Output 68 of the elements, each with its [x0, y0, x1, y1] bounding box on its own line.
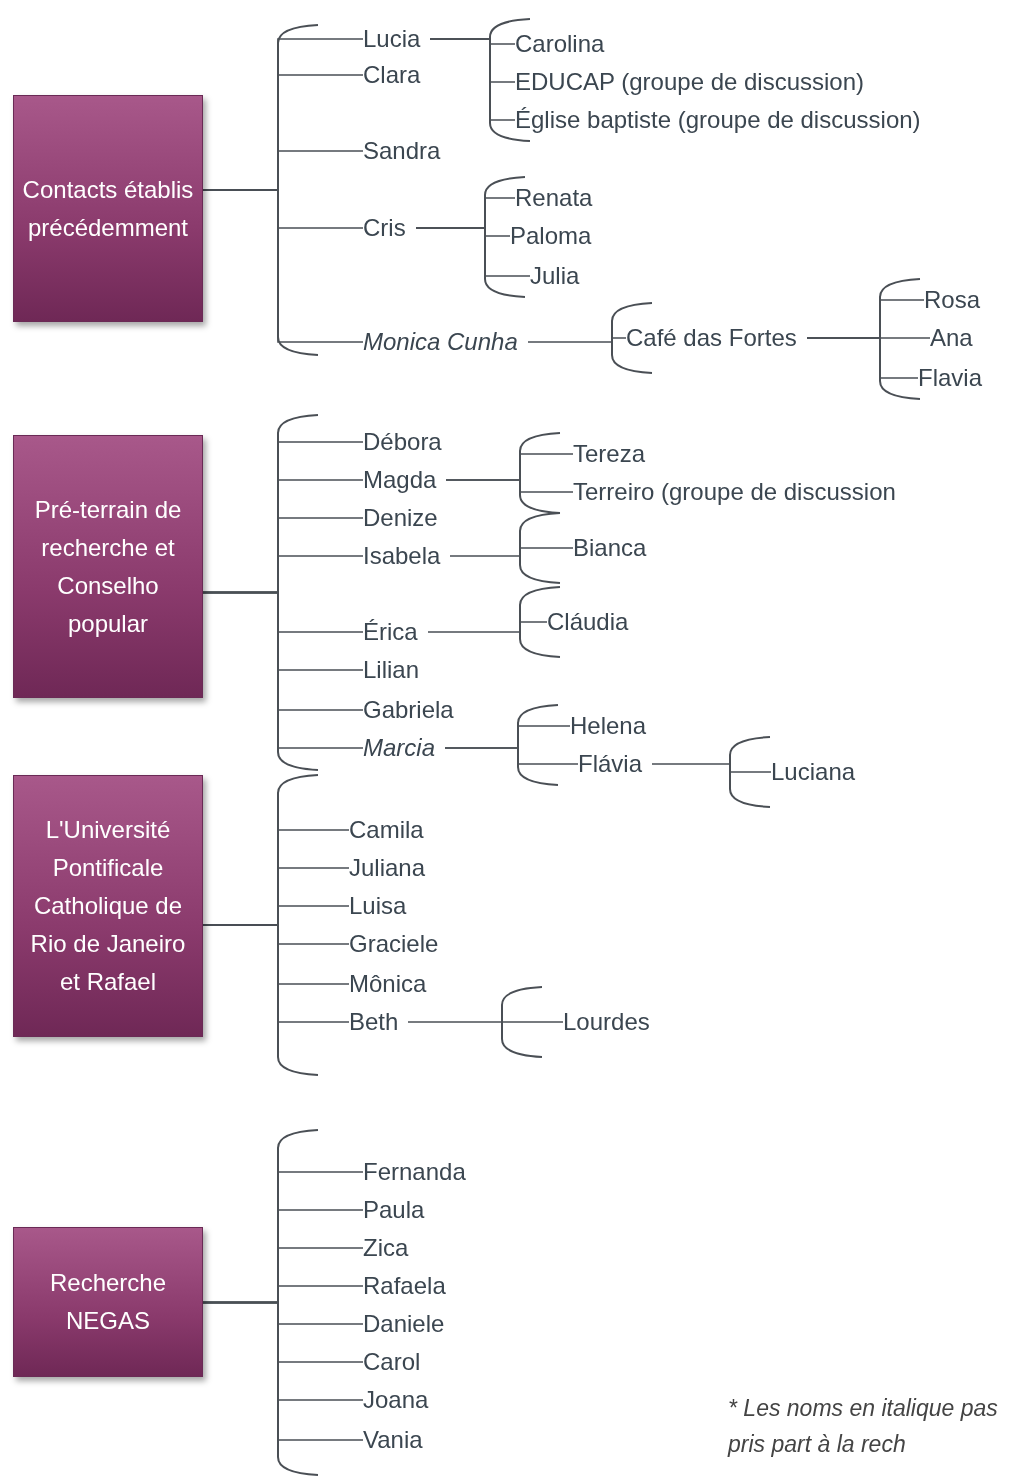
person-name: Cláudia [547, 605, 629, 639]
person-name: Paloma [510, 219, 592, 253]
person-name: Lucia [363, 22, 431, 56]
connector-line [202, 591, 364, 749]
connector-line [407, 1021, 564, 1023]
person-name: Fernanda [363, 1155, 466, 1189]
person-name: Terreiro (groupe de discussion [573, 475, 896, 509]
person-name: Daniele [363, 1307, 445, 1341]
person-name: Camila [349, 813, 424, 847]
category-box [13, 435, 203, 698]
person-name: Débora [363, 425, 442, 459]
connector-line [429, 38, 516, 121]
category-box [13, 775, 203, 1037]
person-name: Érica [363, 615, 428, 649]
person-name: Denize [363, 501, 438, 535]
category-label: Pré-terrain de recherche et Conselho popular [33, 494, 183, 639]
person-name: Ana [930, 321, 973, 355]
person-name: Renata [515, 181, 593, 215]
category-label: Contacts établis précédemment [22, 174, 194, 243]
person-name: Rosa [924, 283, 981, 317]
footnote: * Les noms en italique pas pris part à la rech [728, 1394, 999, 1459]
person-name: Julia [530, 259, 580, 293]
person-name: Tereza [573, 437, 646, 471]
person-name: Flavia [918, 361, 983, 395]
person-name: Luisa [349, 889, 407, 923]
category-label: Recherche NEGAS [48, 1268, 168, 1336]
category-label: L'Université Pontificale Catholique de Rio de Janeiro et Rafael [29, 815, 187, 997]
person-name: Rafaela [363, 1269, 446, 1303]
person-name: Café das Fortes [626, 321, 807, 355]
person-name: Juliana [349, 851, 426, 885]
person-name: Lilian [363, 653, 420, 687]
connector-line [445, 479, 574, 493]
person-name: Beth [349, 1005, 409, 1039]
person-name: Luciana [771, 755, 856, 789]
person-name: Zica [363, 1231, 409, 1265]
person-name: Clara [363, 58, 421, 92]
person-name: Mônica [349, 967, 427, 1001]
connector-line [202, 924, 350, 1023]
person-name: Carolina [515, 27, 605, 61]
person-name: Gabriela [363, 693, 454, 727]
person-name: Helena [570, 709, 647, 743]
connector-line [449, 547, 574, 557]
connector-line [202, 1301, 364, 1441]
person-name: Carol [363, 1345, 421, 1379]
connector-line [527, 337, 627, 343]
person-name: Bianca [573, 531, 647, 565]
category-box [13, 1227, 203, 1377]
connector-line [651, 763, 772, 773]
connector-line [415, 227, 531, 277]
connector-line [806, 337, 919, 379]
person-name: Cris [363, 211, 416, 245]
person-name: Lourdes [563, 1005, 650, 1039]
connector-line [427, 621, 548, 633]
category-box [13, 95, 203, 322]
person-name: Marcia [363, 731, 445, 765]
person-name: Monica Cunha [363, 325, 528, 359]
person-name: Vania [363, 1423, 423, 1457]
person-name: Magda [363, 463, 447, 497]
person-name: Paula [363, 1193, 425, 1227]
connector-line [202, 189, 364, 343]
person-name: Flávia [578, 747, 653, 781]
person-name: Église baptiste (groupe de discussion) [515, 103, 921, 137]
person-name: Isabela [363, 539, 451, 573]
connector-line [444, 747, 579, 765]
person-name: Sandra [363, 134, 441, 168]
person-name: EDUCAP (groupe de discussion) [515, 65, 865, 99]
person-name: Graciele [349, 927, 439, 961]
person-name: Joana [363, 1383, 429, 1417]
